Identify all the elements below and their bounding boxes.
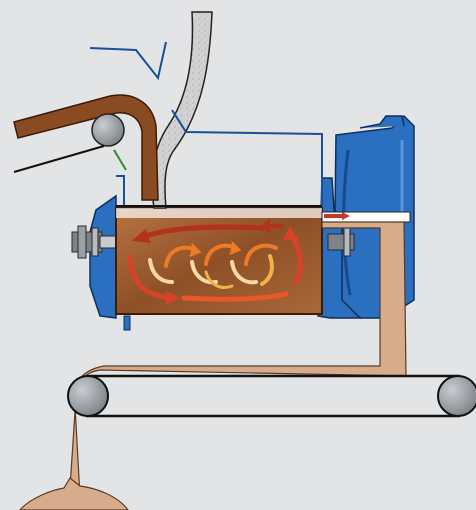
product-pile <box>20 478 128 510</box>
belt-roller-left <box>68 376 108 416</box>
belt-roller-right <box>438 376 476 416</box>
dosing-roller <box>92 114 124 146</box>
dosing-conveyor-belt <box>14 95 158 200</box>
discharge-conveyor-belt <box>68 376 476 416</box>
powder-feed-chute <box>152 12 212 208</box>
